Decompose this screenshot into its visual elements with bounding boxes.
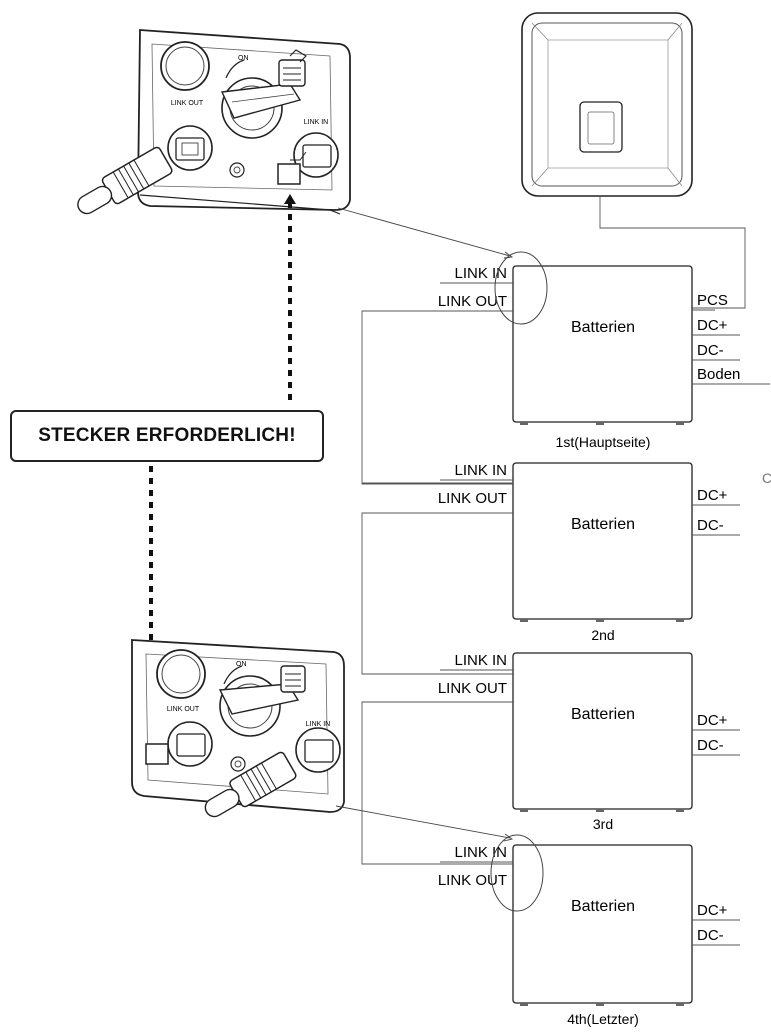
battery-foot xyxy=(520,809,528,812)
battery-unit-2: Batterien 2nd LINK IN LINK OUT DC+ DC- xyxy=(438,462,740,643)
link-in-label: LINK IN xyxy=(454,844,507,861)
battery-caption: 4th(Letzter) xyxy=(567,1011,639,1027)
port-label: Boden xyxy=(697,366,740,383)
pointer-line-top xyxy=(337,207,511,257)
battery-foot xyxy=(676,809,684,812)
port-label: DC- xyxy=(697,342,724,359)
connector-panel-bottom: LINK OUT ON LINK IN xyxy=(131,639,345,818)
battery-foot xyxy=(596,619,604,622)
battery-caption: 3rd xyxy=(593,816,613,832)
battery-unit-1: Batterien 1st(Hauptseite) LINK IN LINK OUT P… xyxy=(438,265,770,450)
battery-foot xyxy=(520,619,528,622)
battery-foot xyxy=(596,422,604,425)
link-out-label: LINK OUT xyxy=(438,490,507,507)
stray-mark: C xyxy=(762,470,771,486)
port-label: DC- xyxy=(697,927,724,944)
battery-foot xyxy=(676,1003,684,1006)
battery-foot xyxy=(676,619,684,622)
battery-foot xyxy=(520,1003,528,1006)
port-label: DC+ xyxy=(697,902,728,919)
battery-foot xyxy=(596,809,604,812)
battery-label: Batterien xyxy=(571,898,635,915)
link-in-label: LINK IN xyxy=(454,652,507,669)
link-chain-wiring xyxy=(361,310,513,865)
battery-box xyxy=(512,844,693,1004)
callout-text: STECKER ERFORDERLICH! xyxy=(38,425,296,446)
battery-box xyxy=(512,652,693,810)
port-label: PCS xyxy=(697,292,728,309)
link-out-label: LINK OUT xyxy=(438,293,507,310)
pcs-cable xyxy=(599,196,746,309)
port-label: DC- xyxy=(697,737,724,754)
highlight-circle-bottom xyxy=(490,834,544,912)
port-label: DC+ xyxy=(697,317,728,334)
battery-label: Batterien xyxy=(571,516,635,533)
link-out-label: LINK OUT xyxy=(438,872,507,889)
panel-link-out-label: LINK OUT xyxy=(171,100,204,107)
pointer-line-bottom xyxy=(335,805,511,839)
battery-caption: 1st(Hauptseite) xyxy=(556,434,651,450)
battery-foot xyxy=(676,422,684,425)
battery-box xyxy=(512,462,693,620)
battery-caption: 2nd xyxy=(591,627,614,643)
link-in-label: LINK IN xyxy=(454,462,507,479)
inverter-unit xyxy=(521,12,693,197)
arrow-up-icon xyxy=(284,194,296,204)
plug-required-callout: STECKER ERFORDERLICH! xyxy=(10,410,324,462)
terminator-plug-icon xyxy=(277,163,301,185)
switch-on-label: ON xyxy=(236,661,247,668)
battery-box xyxy=(512,265,693,423)
round-port-icon xyxy=(156,649,206,699)
panel-link-in-label: LINK IN xyxy=(304,119,329,126)
link-out-label: LINK OUT xyxy=(438,680,507,697)
battery-foot xyxy=(520,422,528,425)
highlight-circle-top xyxy=(494,251,548,325)
battery-label: Batterien xyxy=(571,706,635,723)
battery-label: Batterien xyxy=(571,319,635,336)
link-in-label: LINK IN xyxy=(454,265,507,282)
switch-on-label: ON xyxy=(238,55,249,62)
round-port-icon xyxy=(160,41,210,91)
port-label: DC- xyxy=(697,517,724,534)
panel-link-out-label: LINK OUT xyxy=(167,706,200,713)
port-label: DC+ xyxy=(697,712,728,729)
terminator-plug-icon xyxy=(145,743,169,765)
connector-panel-top: LINK OUT ON LINK IN xyxy=(77,29,351,215)
panel-link-in-label: LINK IN xyxy=(306,721,331,728)
battery-foot xyxy=(596,1003,604,1006)
battery-unit-4: Batterien 4th(Letzter) LINK IN LINK OUT DC+ D… xyxy=(438,844,740,1027)
port-label: DC+ xyxy=(697,487,728,504)
battery-unit-3: Batterien 3rd LINK IN LINK OUT DC+ DC- xyxy=(438,652,740,832)
